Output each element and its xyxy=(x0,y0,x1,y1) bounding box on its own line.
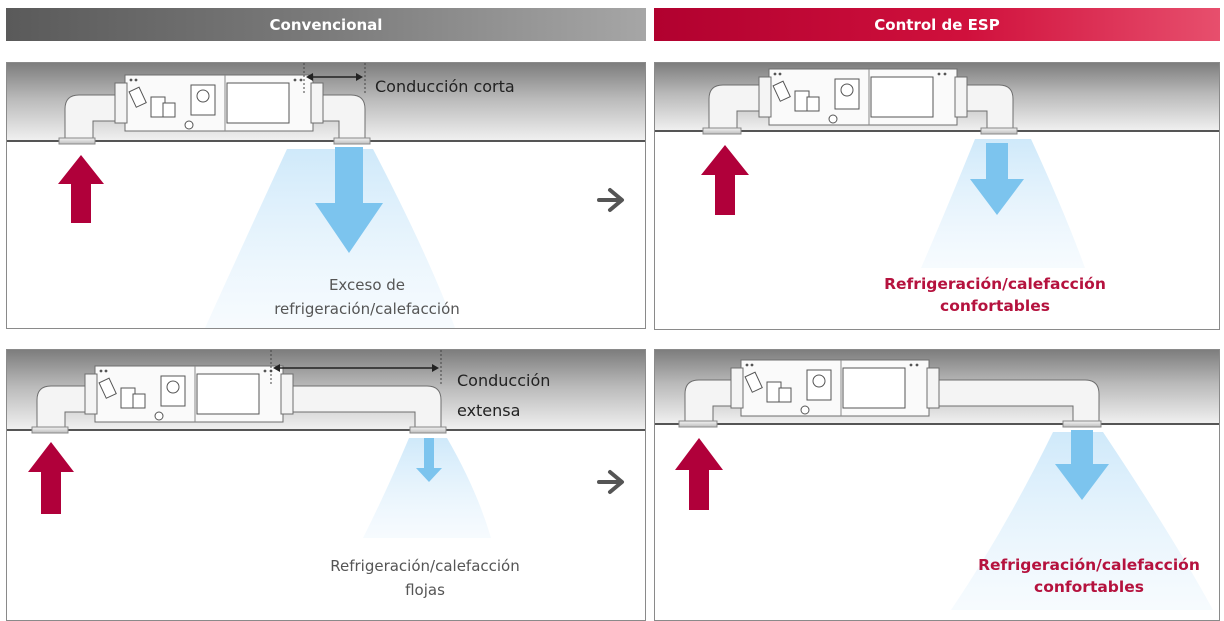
outcome-line-1: Refrigeración/calefacción xyxy=(884,275,1106,293)
right-arrow-icon xyxy=(597,188,624,212)
indoor-unit xyxy=(114,74,324,132)
down-arrow-icon xyxy=(970,143,1024,215)
outcome-line-2: refrigeración/calefacción xyxy=(274,300,460,318)
outcome-line-1: Refrigeración/calefacción xyxy=(978,556,1200,574)
return-grille xyxy=(678,420,718,428)
panel-conventional-long-duct: Conducción extensa Refrigeración/calefac… xyxy=(6,349,646,621)
duct-label-long: Conducción extensa xyxy=(457,366,550,426)
air-plume xyxy=(363,438,491,538)
outcome-label-comfortable: Refrigeración/calefacción confortables xyxy=(939,554,1219,598)
duct-label-short: Conducción corta xyxy=(375,77,515,96)
indoor-unit xyxy=(730,359,940,417)
air-plume xyxy=(951,432,1213,610)
header-conventional: Convencional xyxy=(6,8,646,41)
outcome-line-1: Exceso de xyxy=(328,276,406,294)
supply-duct xyxy=(916,379,1100,425)
supply-diffuser xyxy=(980,127,1018,135)
down-arrow-icon xyxy=(315,147,383,253)
panel-esp-short-duct: Refrigeración/calefacción confortables xyxy=(654,62,1220,330)
return-duct xyxy=(64,94,126,142)
outcome-line-2: confortables xyxy=(940,297,1050,315)
down-arrow-icon xyxy=(1055,430,1109,500)
outcome-label-excess: Exceso de refrigeración/calefacción xyxy=(207,273,527,321)
outcome-line-2: flojas xyxy=(405,581,445,599)
panel-esp-long-duct: Refrigeración/calefacción confortables xyxy=(654,349,1220,621)
up-arrow-icon xyxy=(28,442,74,514)
diagram-conventional-long-duct xyxy=(7,350,645,538)
down-arrow-icon xyxy=(416,438,442,482)
outcome-label-weak: Refrigeración/calefacción flojas xyxy=(275,554,575,602)
return-duct xyxy=(708,84,770,132)
outcome-label-comfortable: Refrigeración/calefacción confortables xyxy=(825,273,1165,317)
indoor-unit xyxy=(758,68,968,126)
return-grille xyxy=(702,127,742,135)
diagram-conventional-short-duct xyxy=(7,63,645,328)
supply-diffuser xyxy=(333,137,371,145)
outcome-line-2: confortables xyxy=(1034,578,1144,596)
header-conventional-label: Convencional xyxy=(269,15,383,34)
return-grille xyxy=(31,426,69,434)
panel-conventional-short-duct: Conducción corta Exceso de refrigeración… xyxy=(6,62,646,329)
supply-duct xyxy=(270,385,442,431)
duct-label-line-2: extensa xyxy=(457,401,521,420)
supply-diffuser xyxy=(1062,420,1102,428)
right-arrow-icon xyxy=(597,470,624,494)
up-arrow-icon xyxy=(701,145,749,215)
diagram-esp-long-duct xyxy=(655,350,1219,610)
header-esp-control: Control de ESP xyxy=(654,8,1220,41)
duct-label-line-1: Conducción xyxy=(457,371,551,390)
diagram-esp-short-duct xyxy=(655,63,1219,268)
up-arrow-icon xyxy=(675,438,723,510)
indoor-unit xyxy=(84,365,294,423)
return-grille xyxy=(58,137,96,145)
header-esp-control-label: Control de ESP xyxy=(874,15,1000,34)
outcome-line-1: Refrigeración/calefacción xyxy=(330,557,520,575)
supply-diffuser xyxy=(409,426,447,434)
up-arrow-icon xyxy=(58,155,104,223)
air-plume xyxy=(205,149,455,328)
